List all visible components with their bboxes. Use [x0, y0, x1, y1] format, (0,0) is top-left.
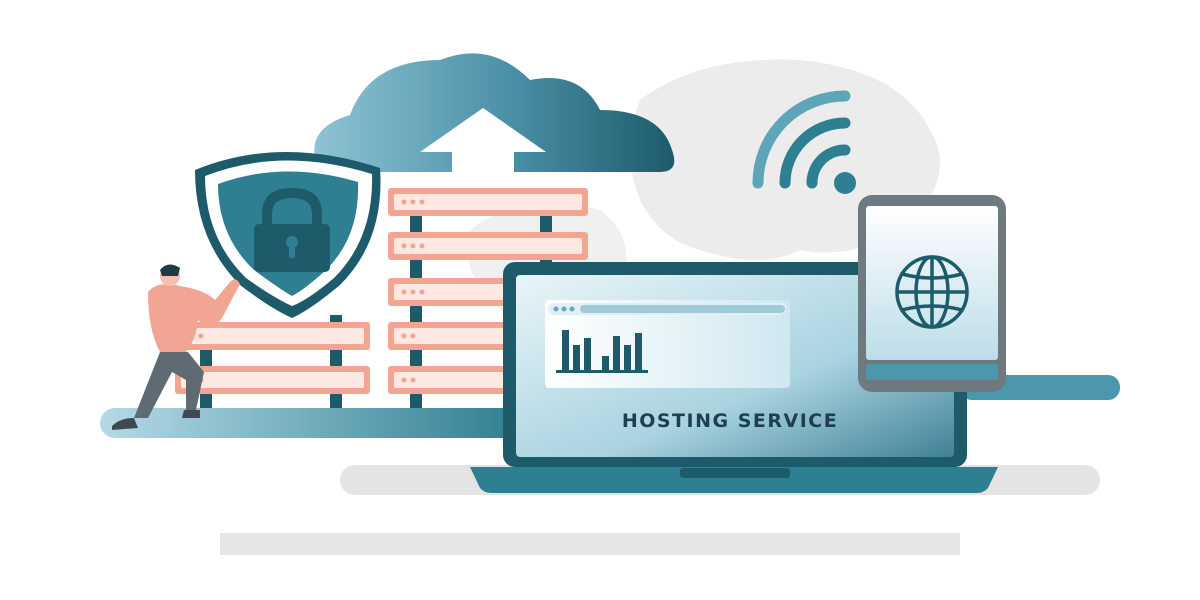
globe-icon — [895, 255, 969, 329]
shield-lock-icon — [195, 151, 381, 318]
bar-chart-icon — [556, 330, 648, 373]
hosting-service-label: HOSTING SERVICE — [621, 410, 839, 432]
wifi-icon — [752, 90, 856, 194]
ground-bar — [100, 408, 520, 438]
person-figure — [112, 264, 240, 430]
screen-panel — [545, 300, 790, 388]
server-rack-left — [175, 315, 370, 410]
bottom-shadow — [220, 533, 960, 555]
cloud-upload-icon — [314, 53, 675, 190]
